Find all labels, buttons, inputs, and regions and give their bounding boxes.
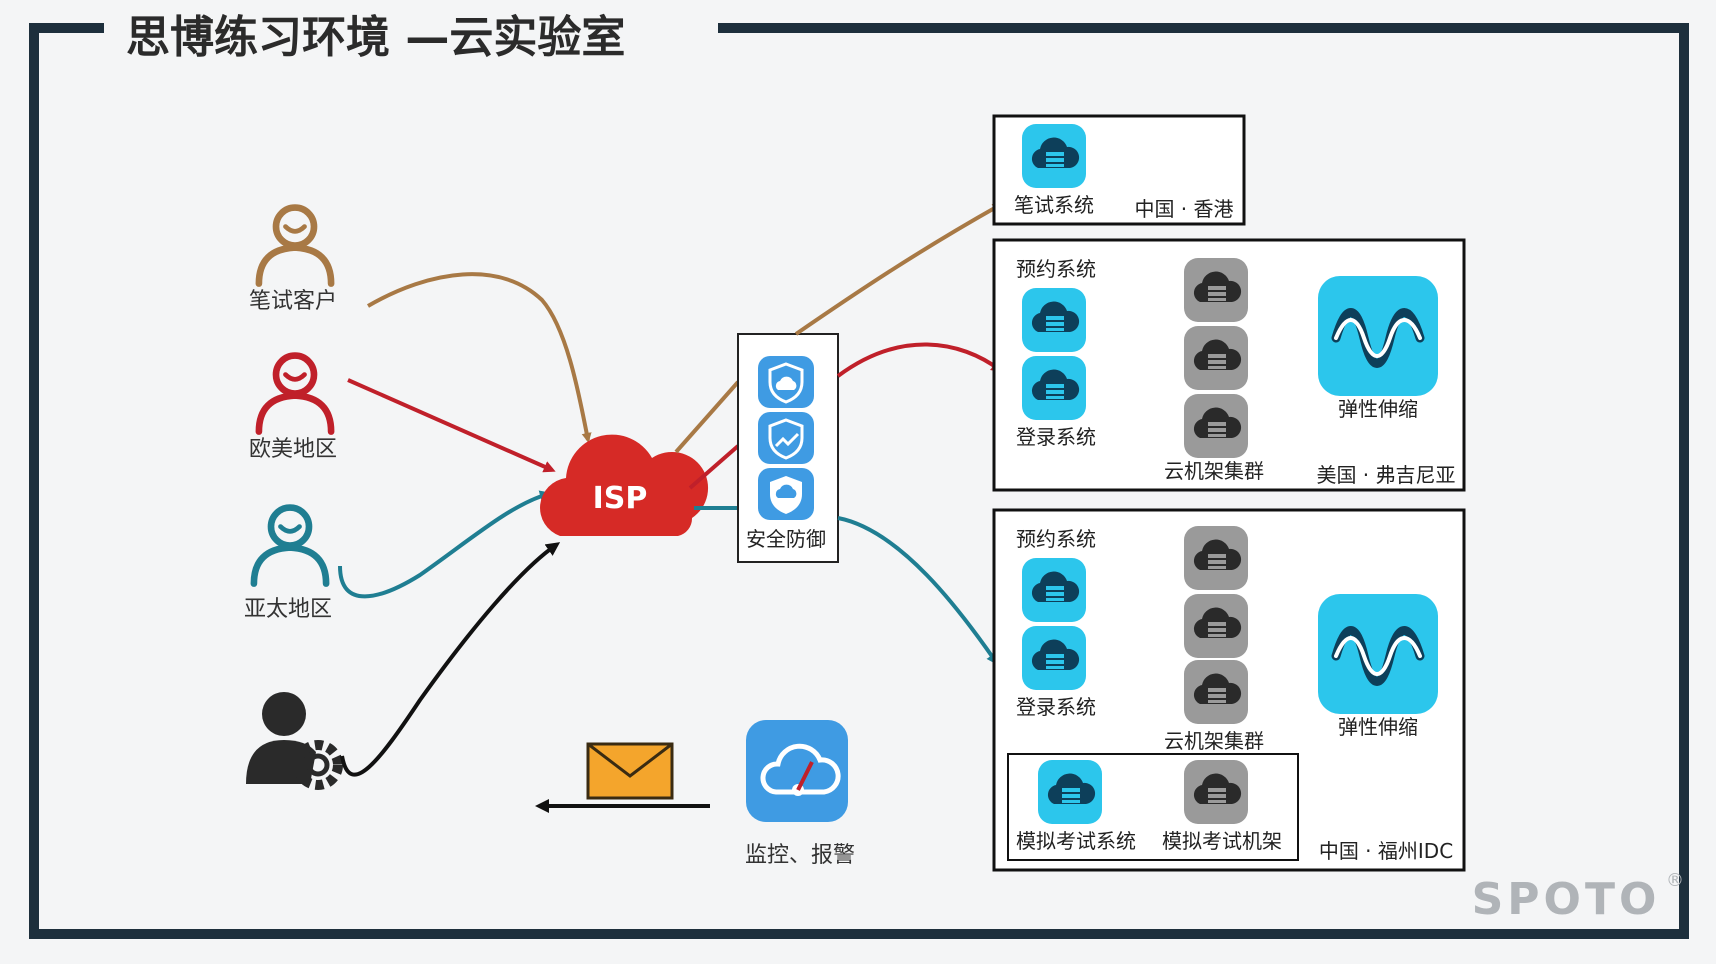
us-login-label: 登录系统 <box>1016 425 1096 449</box>
monitor-cloud-icon <box>746 720 848 822</box>
user-icon <box>259 208 331 284</box>
security-label: 安全防御 <box>746 527 826 551</box>
admin-gear-icon <box>246 692 343 790</box>
fz-autoscale-label: 弹性伸缩 <box>1338 715 1418 739</box>
hk-location-label: 中国 · 香港 <box>1134 197 1233 221</box>
arrow-asia-to-isp <box>338 490 552 599</box>
monitor-label: 监控、报警 <box>745 843 855 868</box>
gray-server-icon <box>1184 326 1248 390</box>
label-asia-pacific: 亚太地区 <box>244 597 332 622</box>
shield-trend-icon <box>758 412 814 464</box>
gray-server-icon <box>1184 760 1248 824</box>
arrow-europe-to-isp <box>347 378 556 473</box>
user-written-test <box>259 208 331 284</box>
autoscale-icon <box>1318 594 1438 714</box>
page-title: 思博练习环境 —云实验室 <box>126 12 625 63</box>
link-isp-security-brown <box>674 380 740 454</box>
arrow-admin-to-isp <box>340 542 561 777</box>
server-cloud-icon <box>1022 288 1086 352</box>
us-booking-label: 预约系统 <box>1016 257 1096 281</box>
gray-server-icon <box>1184 526 1248 590</box>
brand-logo: SPOTO <box>1472 874 1661 925</box>
autoscale-icon <box>1318 276 1438 396</box>
us-autoscale-label: 弹性伸缩 <box>1338 397 1418 421</box>
fz-cluster-label: 云机架集群 <box>1164 729 1264 753</box>
fz-mock-rack-label: 模拟考试机架 <box>1162 829 1282 853</box>
user-icon <box>254 508 326 584</box>
brand-registered-mark: ® <box>1666 870 1684 891</box>
envelope-icon <box>586 742 674 800</box>
link-isp-security-red <box>688 444 740 490</box>
server-cloud-icon <box>1022 558 1086 622</box>
fz-login-label: 登录系统 <box>1016 695 1096 719</box>
label-written-test-user: 笔试客户 <box>249 289 337 314</box>
user-asia-pacific <box>254 508 326 584</box>
arrow-to-fuzhou <box>837 516 999 666</box>
gray-server-icon <box>1184 594 1248 658</box>
hk-system-label: 笔试系统 <box>1014 193 1094 217</box>
label-europe-america: 欧美地区 <box>249 437 337 462</box>
fz-location-label: 中国 · 福州IDC <box>1319 839 1453 863</box>
user-icon <box>259 356 331 432</box>
server-cloud-icon <box>1038 760 1102 824</box>
arrow-to-virginia <box>836 342 1004 378</box>
isp-cloud-icon <box>540 434 709 536</box>
arrow-written-to-isp <box>366 272 592 443</box>
server-cloud-icon <box>1022 626 1086 690</box>
shield-icon <box>758 468 814 520</box>
gray-server-icon <box>1184 660 1248 724</box>
fz-booking-label: 预约系统 <box>1016 527 1096 551</box>
gray-server-icon <box>1184 394 1248 458</box>
us-location-label: 美国 · 弗吉尼亚 <box>1316 463 1455 487</box>
server-cloud-icon <box>1022 356 1086 420</box>
isp-label: ISP <box>593 481 648 516</box>
us-cluster-label: 云机架集群 <box>1164 459 1264 483</box>
gray-server-icon <box>1184 258 1248 322</box>
arrow-to-hongkong <box>794 203 1003 336</box>
outer-frame <box>29 23 1689 939</box>
server-cloud-icon <box>1022 124 1086 188</box>
shield-cloud-icon <box>758 356 814 408</box>
user-europe-america <box>259 356 331 432</box>
fz-mock-system-label: 模拟考试系统 <box>1016 829 1136 853</box>
